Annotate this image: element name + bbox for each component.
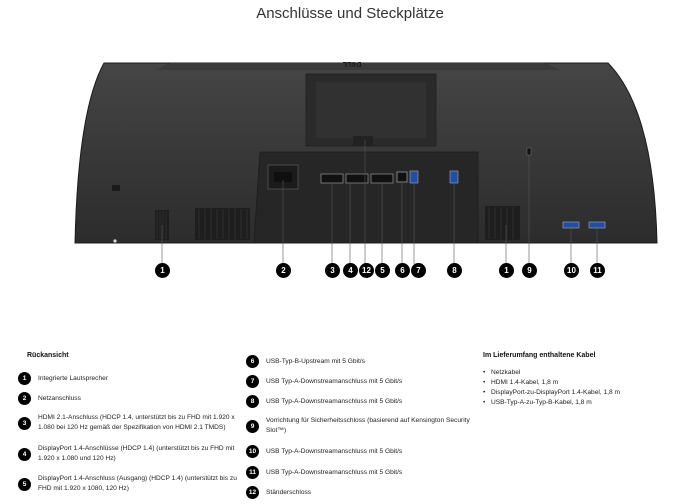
- legend-number: 2: [18, 392, 31, 405]
- legend-number: 8: [246, 395, 259, 408]
- top-vent-strip: [155, 63, 560, 70]
- legend-item: 4 DisplayPort 1.4-Anschlüsse (HDCP 1.4) …: [18, 444, 243, 464]
- legend-text: DisplayPort 1.4-Anschluss (Ausgang) (HDC…: [38, 475, 237, 492]
- legend-item: 10 USB Typ-A-Downstreamanschluss mit 5 G…: [246, 445, 481, 458]
- legend-number: 3: [18, 416, 31, 430]
- legend-item: 2 Netzanschluss: [18, 392, 243, 405]
- legend-item: 12 Ständerschloss: [246, 486, 481, 499]
- legend-number: 11: [246, 466, 259, 479]
- legend-item: 5 DisplayPort 1.4-Anschluss (Ausgang) (H…: [18, 474, 243, 494]
- legend-text: USB Typ-A-Downstreamanschluss mit 5 Gbit…: [266, 468, 403, 476]
- legend-number: 5: [18, 477, 31, 491]
- legend-text: Vorrichtung für Sicherheitsschloss (basi…: [266, 417, 470, 434]
- legend-number: 7: [246, 375, 259, 388]
- in-box-item: HDMI 1.4-Kabel, 1,8 m: [483, 378, 620, 388]
- hdmi-port: [320, 173, 344, 184]
- usb-a-port-8: [449, 170, 459, 184]
- legend-number: 12: [246, 486, 259, 499]
- legend-text: USB Typ-A-Downstreamanschluss mit 5 Gbit…: [266, 447, 403, 455]
- legend-number: 6: [246, 355, 259, 368]
- legend-text: USB-Typ-B-Upstream mit 5 Gbit/s: [266, 357, 365, 365]
- vesa-inner: [316, 82, 426, 138]
- legend-number: 1: [18, 372, 31, 385]
- speaker-grille-right: [485, 206, 520, 240]
- dp-out-port: [370, 173, 394, 184]
- legend-item: 1 Integrierte Lautsprecher: [18, 372, 243, 385]
- legend-item: 11 USB Typ-A-Downstreamanschluss mit 5 G…: [246, 466, 481, 479]
- callout-badge: 12: [359, 263, 374, 278]
- legend-text: USB Typ-A-Downstreamanschluss mit 5 Gbit…: [266, 397, 403, 405]
- legend-text: Netzanschluss: [38, 394, 81, 402]
- usb-a-port-10: [562, 221, 580, 229]
- callout-badge: 2: [276, 263, 291, 278]
- usb-a-port-11: [588, 221, 606, 229]
- callout-badge: 4: [343, 263, 358, 278]
- callout-badge: 1: [155, 263, 170, 278]
- legend-item: 3 HDMI 2.1-Anschluss (HDCP 1.4, unterstü…: [18, 413, 243, 433]
- in-box-heading: Im Lieferumfang enthaltene Kabel: [483, 352, 596, 359]
- in-box-item: DisplayPort-zu-DisplayPort 1.4-Kabel, 1,…: [483, 388, 620, 398]
- legend-item: 8 USB Typ-A-Downstreamanschluss mit 5 Gb…: [246, 395, 481, 408]
- in-box-item: USB-Typ-A-zu-Typ-B-Kabel, 1,8 m: [483, 398, 620, 408]
- in-box-list: Netzkabel HDMI 1.4-Kabel, 1,8 m DisplayP…: [483, 368, 620, 408]
- usb-a-port-7: [409, 170, 419, 184]
- legend-text: Ständerschloss: [266, 488, 312, 496]
- power-led: [113, 239, 117, 243]
- monitor-rear-illustration: D&LL: [74, 60, 658, 264]
- callout-badge: 1: [499, 263, 514, 278]
- legend-text: DisplayPort 1.4-Anschlüsse (HDCP 1.4) (u…: [38, 445, 235, 462]
- port-panel: [253, 151, 479, 244]
- callout-badge: 9: [522, 263, 537, 278]
- callout-badge: 6: [395, 263, 410, 278]
- dp-in-port: [345, 173, 369, 184]
- usb-b-port: [396, 171, 408, 183]
- legend-text: Integrierte Lautsprecher: [38, 374, 109, 382]
- legend-item: 9 Vorrichtung für Sicherheitsschloss (ba…: [246, 416, 481, 436]
- callout-badge: 8: [447, 263, 462, 278]
- legend-item: 6 USB-Typ-B-Upstream mit 5 Gbit/s: [246, 355, 481, 368]
- legend-text: HDMI 2.1-Anschluss (HDCP 1.4, unterstütz…: [38, 414, 235, 431]
- security-slot: [526, 147, 532, 156]
- rear-view-heading: Rückansicht: [27, 352, 69, 359]
- callout-badge: 5: [375, 263, 390, 278]
- callout-badge: 10: [564, 263, 579, 278]
- legend-number: 9: [246, 419, 259, 433]
- legend-text: USB Typ-A-Downstreamanschluss mit 5 Gbit…: [266, 377, 403, 385]
- brand-logo: D&LL: [342, 60, 361, 67]
- legend-item: 7 USB Typ-A-Downstreamanschluss mit 5 Gb…: [246, 375, 481, 388]
- callout-leaders: [161, 140, 598, 264]
- stand-lock: [353, 136, 373, 146]
- legend-number: 10: [246, 445, 259, 458]
- side-button: [112, 185, 120, 191]
- legend-number: 4: [18, 447, 31, 461]
- callout-badge: 11: [590, 263, 605, 278]
- callout-badge: 7: [411, 263, 426, 278]
- callout-badge: 3: [325, 263, 340, 278]
- in-box-item: Netzkabel: [483, 368, 620, 378]
- page-title: Anschlüsse und Steckplätze: [256, 5, 444, 22]
